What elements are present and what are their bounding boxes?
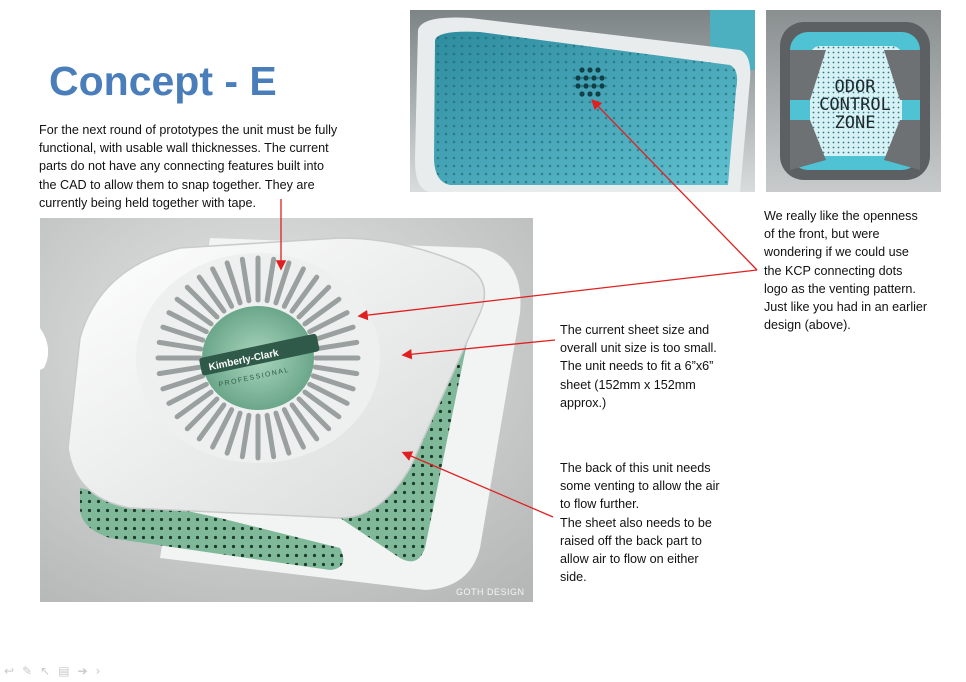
note-line: approx.) (560, 394, 750, 412)
intro-line: For the next round of prototypes the uni… (39, 121, 384, 139)
note-line: sheet (152mm x 152mm (560, 376, 750, 394)
front-vent-photo (410, 10, 755, 192)
intro-line: parts do not have any connecting feature… (39, 157, 384, 175)
sheet-size-note: The current sheet size and overall unit … (560, 321, 750, 412)
pen-icon[interactable]: ✎ (22, 664, 32, 678)
note-line: logo as the venting pattern. (764, 280, 959, 298)
forward-arrow-icon[interactable]: ➔ (78, 664, 88, 678)
note-line: allow air to flow on either (560, 550, 750, 568)
logo-text-line: ODOR (835, 77, 877, 97)
slide-title: Concept - E (49, 58, 277, 105)
back-venting-note: The back of this unit needs some venting… (560, 459, 750, 586)
note-line: design (above). (764, 316, 959, 334)
note-line: of the front, but were (764, 225, 959, 243)
note-line: overall unit size is too small. (560, 339, 750, 357)
note-line: The unit needs to fit a 6”x6” (560, 357, 750, 375)
note-line: to flow further. (560, 495, 750, 513)
logo-text-line: CONTROL (819, 95, 891, 115)
note-line: some venting to allow the air (560, 477, 750, 495)
pointer-icon[interactable]: ↖ (40, 664, 50, 678)
note-line: raised off the back part to (560, 532, 750, 550)
notes-icon[interactable]: ▤ (58, 664, 69, 678)
note-line: The back of this unit needs (560, 459, 750, 477)
note-line: The current sheet size and (560, 321, 750, 339)
next-chevron-icon[interactable]: › (96, 664, 101, 678)
concept-e-render: Kimberly-Clark PROFESSIONAL (40, 218, 533, 602)
intro-line: currently being held together with tape. (39, 194, 384, 212)
back-arrow-icon[interactable]: ↩ (4, 664, 14, 678)
note-line: Just like you had in an earlier (764, 298, 959, 316)
intro-line: the CAD to allow them to snap together. … (39, 176, 384, 194)
goth-design-watermark: GOTH DESIGN (456, 587, 525, 597)
front-venting-note: We really like the openness of the front… (764, 207, 959, 334)
intro-paragraph: For the next round of prototypes the uni… (39, 121, 384, 212)
note-line: wondering if we could use (764, 243, 959, 261)
odor-control-logo-photo: ODOR CONTROL ZONE (766, 10, 941, 192)
note-line: We really like the openness (764, 207, 959, 225)
note-line: the KCP connecting dots (764, 262, 959, 280)
logo-text-line: ZONE (835, 113, 876, 133)
note-line: The sheet also needs to be (560, 514, 750, 532)
note-line: side. (560, 568, 750, 586)
intro-line: functional, with usable wall thicknesses… (39, 139, 384, 157)
slideshow-toolbar: ↩ ✎ ↖ ▤ ➔ › (4, 664, 100, 678)
